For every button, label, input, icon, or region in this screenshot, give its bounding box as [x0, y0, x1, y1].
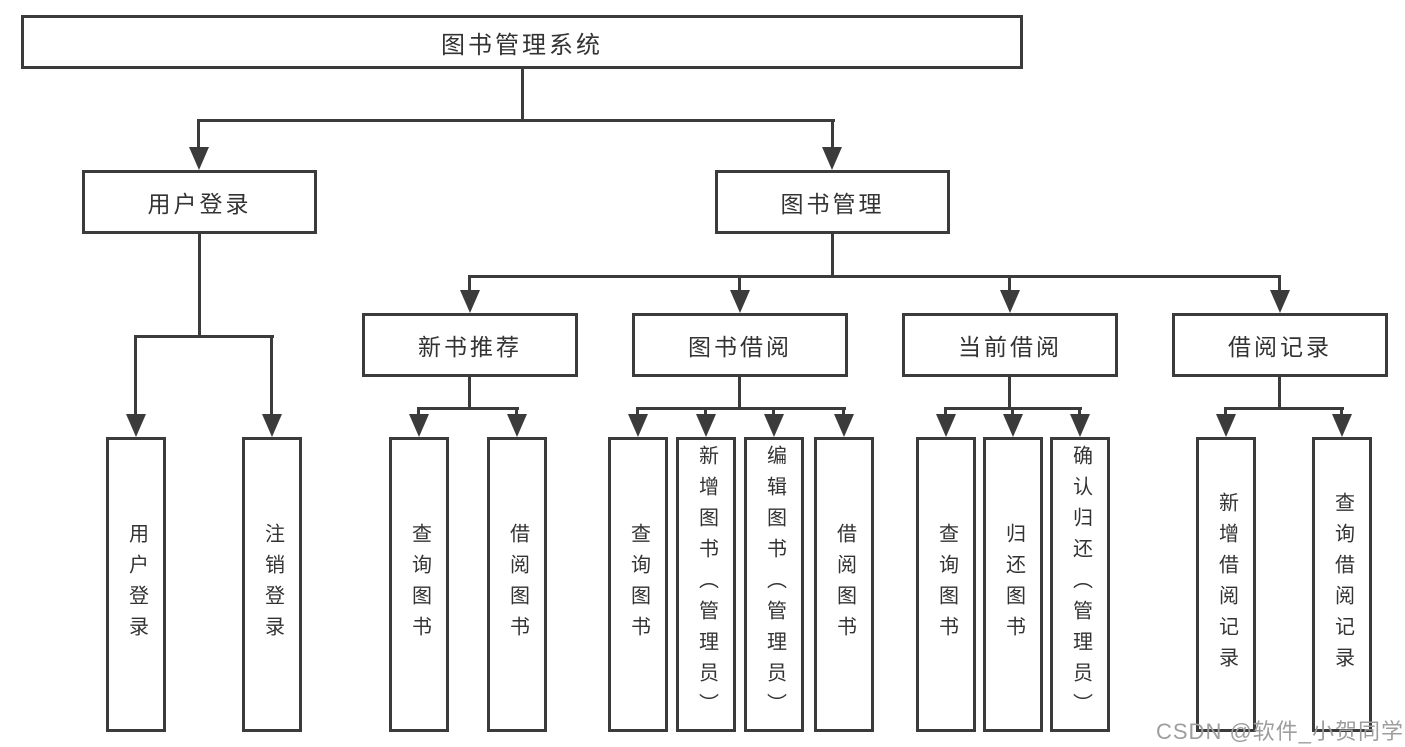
- leaf-edit-books-admin: 编辑图书（管理员）: [744, 437, 804, 732]
- leaf-borrow-books: 借阅图书: [487, 437, 547, 732]
- edge-book-borrow-children-bar: [636, 407, 846, 410]
- edge-new-book-stem: [468, 377, 471, 409]
- csdn-watermark: CSDN @软件_小贺同学: [1156, 719, 1405, 744]
- edge-leaf-drop: [704, 407, 707, 417]
- node-book-borrow: 图书借阅: [632, 313, 848, 377]
- edge-leaf-drop: [1224, 407, 1227, 417]
- leaf-add-borrow-record: 新增借阅记录: [1196, 437, 1256, 732]
- node-label: 借阅记录: [1228, 334, 1332, 360]
- arrow-down-icon: [822, 147, 842, 170]
- node-label: 查询图书: [408, 522, 431, 647]
- edge-leaf-drop: [944, 407, 947, 417]
- edge-new-book-children-bar: [417, 407, 519, 410]
- edge-current-borrow-stem: [1008, 377, 1011, 409]
- arrow-down-icon: [1332, 414, 1352, 437]
- edge-leaf-drop: [515, 407, 518, 417]
- edge-level3-drop: [1008, 275, 1011, 292]
- edge-leaf-drop: [1078, 407, 1081, 417]
- leaf-return-books: 归还图书: [983, 437, 1043, 732]
- leaf-query-books: 查询图书: [608, 437, 668, 732]
- node-label: 查询借阅记录: [1331, 491, 1354, 678]
- arrow-down-icon: [507, 414, 527, 437]
- edge-user-login-drop: [197, 119, 200, 149]
- arrow-down-icon: [460, 290, 480, 313]
- leaf-query-books: 查询图书: [389, 437, 449, 732]
- arrow-down-icon: [189, 147, 209, 170]
- edge-borrow-record-children-bar: [1224, 407, 1344, 410]
- leaf-query-books: 查询图书: [916, 437, 976, 732]
- edge-leaf-drop: [1011, 407, 1014, 417]
- arrow-down-icon: [696, 414, 716, 437]
- edge-level3-drop: [738, 275, 741, 292]
- edge-root-stem: [521, 69, 524, 122]
- edge-leaf-drop: [270, 335, 273, 416]
- arrow-down-icon: [834, 414, 854, 437]
- edge-level2-bar: [197, 119, 835, 122]
- node-label: 新增图书（管理员）: [695, 445, 718, 724]
- edge-leaf-drop: [1340, 407, 1343, 417]
- node-user-login: 用户登录: [82, 170, 317, 234]
- edge-level3-bar: [468, 275, 1281, 278]
- edge-level3-drop: [1278, 275, 1281, 292]
- edge-book-mgmt-stem: [831, 234, 834, 278]
- node-label: 图书借阅: [688, 334, 792, 360]
- node-label: 新书推荐: [418, 334, 522, 360]
- arrow-down-icon: [628, 414, 648, 437]
- node-label: 图书管理系统: [441, 31, 603, 59]
- arrow-down-icon: [126, 414, 146, 437]
- leaf-borrow-books: 借阅图书: [814, 437, 874, 732]
- leaf-logout: 注销登录: [242, 437, 302, 732]
- arrow-down-icon: [409, 414, 429, 437]
- node-label: 图书管理: [780, 191, 885, 217]
- node-label: 借阅图书: [506, 522, 529, 647]
- edge-leaf-drop: [417, 407, 420, 417]
- leaf-add-books-admin: 新增图书（管理员）: [676, 437, 736, 732]
- edge-user-login-stem: [198, 234, 201, 337]
- node-label: 用户登录: [125, 522, 148, 647]
- node-label: 当前借阅: [958, 334, 1062, 360]
- leaf-confirm-return-admin: 确认归还（管理员）: [1050, 437, 1110, 732]
- arrow-down-icon: [1000, 290, 1020, 313]
- edge-leaf-drop: [636, 407, 639, 417]
- arrow-down-icon: [1270, 290, 1290, 313]
- node-borrow-record: 借阅记录: [1172, 313, 1388, 377]
- leaf-query-borrow-record: 查询借阅记录: [1312, 437, 1372, 732]
- edge-leaf-drop: [134, 335, 137, 416]
- edge-borrow-record-stem: [1278, 377, 1281, 409]
- node-label: 查询图书: [935, 522, 958, 647]
- edge-user-login-children-bar: [134, 335, 274, 338]
- node-new-book-recommend: 新书推荐: [362, 313, 578, 377]
- node-label: 编辑图书（管理员）: [763, 445, 786, 724]
- edge-book-mgmt-drop: [831, 119, 834, 149]
- node-label: 借阅图书: [833, 522, 856, 647]
- leaf-user-login: 用户登录: [106, 437, 166, 732]
- edge-book-borrow-stem: [738, 377, 741, 409]
- arrow-down-icon: [764, 414, 784, 437]
- arrow-down-icon: [936, 414, 956, 437]
- node-label: 注销登录: [261, 522, 284, 647]
- arrow-down-icon: [262, 414, 282, 437]
- arrow-down-icon: [1003, 414, 1023, 437]
- node-label: 新增借阅记录: [1215, 491, 1238, 678]
- arrow-down-icon: [730, 290, 750, 313]
- node-label: 归还图书: [1002, 522, 1025, 647]
- node-current-borrow: 当前借阅: [902, 313, 1118, 377]
- arrow-down-icon: [1216, 414, 1236, 437]
- node-label: 查询图书: [627, 522, 650, 647]
- edge-leaf-drop: [842, 407, 845, 417]
- node-book-mgmt: 图书管理: [715, 170, 950, 234]
- edge-level3-drop: [468, 275, 471, 292]
- edge-leaf-drop: [772, 407, 775, 417]
- arrow-down-icon: [1070, 414, 1090, 437]
- node-root: 图书管理系统: [21, 15, 1023, 69]
- node-label: 确认归还（管理员）: [1069, 445, 1092, 724]
- node-label: 用户登录: [147, 191, 252, 217]
